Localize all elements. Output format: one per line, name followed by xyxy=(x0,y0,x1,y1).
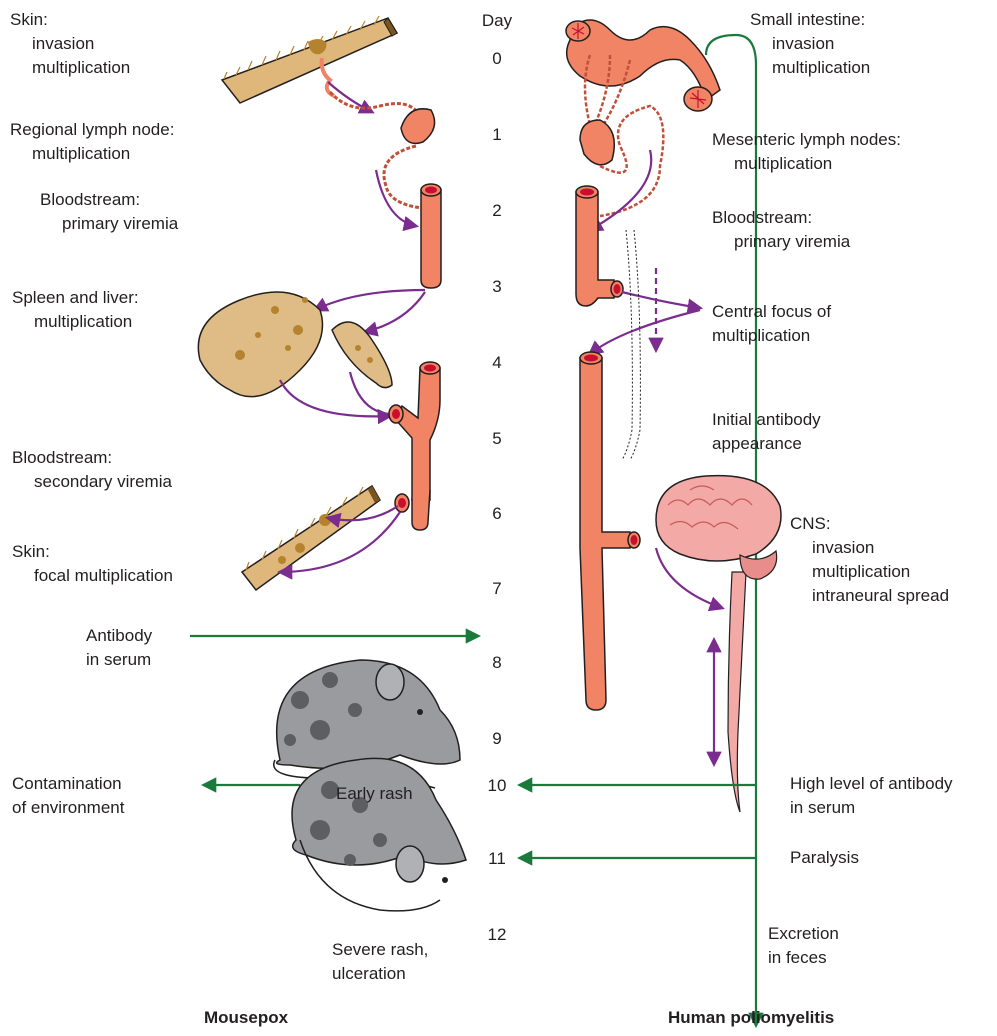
label-heading: Small intestine: xyxy=(750,8,870,32)
mesenteric-lymph-node xyxy=(580,120,614,165)
day-8: 8 xyxy=(477,652,517,674)
label-line: Antibody xyxy=(86,624,152,648)
label-heading: Spleen and liver: xyxy=(12,286,139,310)
antibody-serum-label: Antibody in serum xyxy=(86,624,152,672)
severe-rash-label: Severe rash, ulceration xyxy=(332,938,428,986)
label-line: multiplication xyxy=(10,56,130,80)
day-3: 3 xyxy=(477,276,517,298)
polio-vessel-primary xyxy=(576,186,623,306)
label-line: in feces xyxy=(768,946,839,970)
day-header: Day xyxy=(477,10,517,32)
label-line: focal multiplication xyxy=(12,564,173,588)
label-line: Contamination xyxy=(12,772,124,796)
spleen-liver-label: Spleen and liver: multiplication xyxy=(12,286,139,334)
small-intestine-graphic xyxy=(566,20,720,111)
vessel-secondary-viremia xyxy=(389,362,440,530)
day-2: 2 xyxy=(477,200,517,222)
brain-spinal-cord-graphic xyxy=(656,476,781,812)
label-line: multiplication xyxy=(790,560,949,584)
day-11: 11 xyxy=(477,848,517,870)
day-1: 1 xyxy=(477,124,517,146)
label-line: primary viremia xyxy=(712,230,850,254)
excretion-label: Excretion in feces xyxy=(768,922,839,970)
label-line: in serum xyxy=(86,648,152,672)
skin-focal-label: Skin: focal multiplication xyxy=(12,540,173,588)
label-heading: Skin: xyxy=(10,8,130,32)
label-heading: CNS: xyxy=(790,512,949,536)
label-line: intraneural spread xyxy=(790,584,949,608)
day-5: 5 xyxy=(477,428,517,450)
contamination-label: Contamination of environment xyxy=(12,772,124,820)
day-0: 0 xyxy=(477,48,517,70)
day-4: 4 xyxy=(477,352,517,374)
day-6: 6 xyxy=(477,503,517,525)
day-7: 7 xyxy=(477,578,517,600)
day-10: 10 xyxy=(477,775,517,797)
label-line: multiplication xyxy=(750,56,870,80)
mousepox-skin-label: Skin: invasion multiplication xyxy=(10,8,130,80)
polio-primary-viremia-label: Bloodstream: primary viremia xyxy=(712,206,850,254)
label-line: in serum xyxy=(790,796,953,820)
polio-title: Human poliomyelitis xyxy=(668,1008,834,1028)
regional-lymph-label: Regional lymph node: multiplication xyxy=(10,118,174,166)
label-line: secondary viremia xyxy=(12,470,172,494)
secondary-viremia-label: Bloodstream: secondary viremia xyxy=(12,446,172,494)
label-line: invasion xyxy=(10,32,130,56)
mousepox-primary-viremia-label: Bloodstream: primary viremia xyxy=(40,188,178,236)
label-heading: Bloodstream: xyxy=(12,446,172,470)
label-heading: Bloodstream: xyxy=(712,206,850,230)
label-line: primary viremia xyxy=(40,212,178,236)
label-line: High level of antibody xyxy=(790,772,953,796)
label-line: Early rash xyxy=(336,782,413,806)
paralysis-label: Paralysis xyxy=(790,846,859,870)
small-intestine-label: Small intestine: invasion multiplication xyxy=(750,8,870,80)
label-line: invasion xyxy=(790,536,949,560)
label-heading: Bloodstream: xyxy=(40,188,178,212)
high-antibody-label: High level of antibody in serum xyxy=(790,772,953,820)
label-line: multiplication xyxy=(712,152,901,176)
central-focus-label: Central focus of multiplication xyxy=(712,300,831,348)
label-line: Central focus of xyxy=(712,300,831,324)
spleen-graphic xyxy=(332,322,392,388)
label-line: invasion xyxy=(750,32,870,56)
label-line: Initial antibody xyxy=(712,408,821,432)
label-line: Paralysis xyxy=(790,846,859,870)
label-line: of environment xyxy=(12,796,124,820)
liver-graphic xyxy=(198,292,322,397)
day-9: 9 xyxy=(477,728,517,750)
label-line: Severe rash, xyxy=(332,938,428,962)
label-heading: Mesenteric lymph nodes: xyxy=(712,128,901,152)
vessel-primary-viremia xyxy=(421,184,441,288)
initial-antibody-label: Initial antibody appearance xyxy=(712,408,821,456)
label-line: ulceration xyxy=(332,962,428,986)
label-line: appearance xyxy=(712,432,821,456)
day-12: 12 xyxy=(477,924,517,946)
label-line: multiplication xyxy=(10,142,174,166)
regional-lymph-node xyxy=(401,109,435,144)
mesenteric-label: Mesenteric lymph nodes: multiplication xyxy=(712,128,901,176)
label-line: multiplication xyxy=(12,310,139,334)
label-heading: Regional lymph node: xyxy=(10,118,174,142)
label-line: multiplication xyxy=(712,324,831,348)
cns-label: CNS: invasion multiplication intraneural… xyxy=(790,512,949,608)
early-rash-label: Early rash xyxy=(336,782,413,806)
mousepox-title: Mousepox xyxy=(204,1008,288,1028)
skin-invasion-graphic xyxy=(222,16,397,103)
skin-focal-graphic xyxy=(242,486,380,590)
label-heading: Skin: xyxy=(12,540,173,564)
label-line: Excretion xyxy=(768,922,839,946)
polio-vessel-long xyxy=(580,352,640,710)
